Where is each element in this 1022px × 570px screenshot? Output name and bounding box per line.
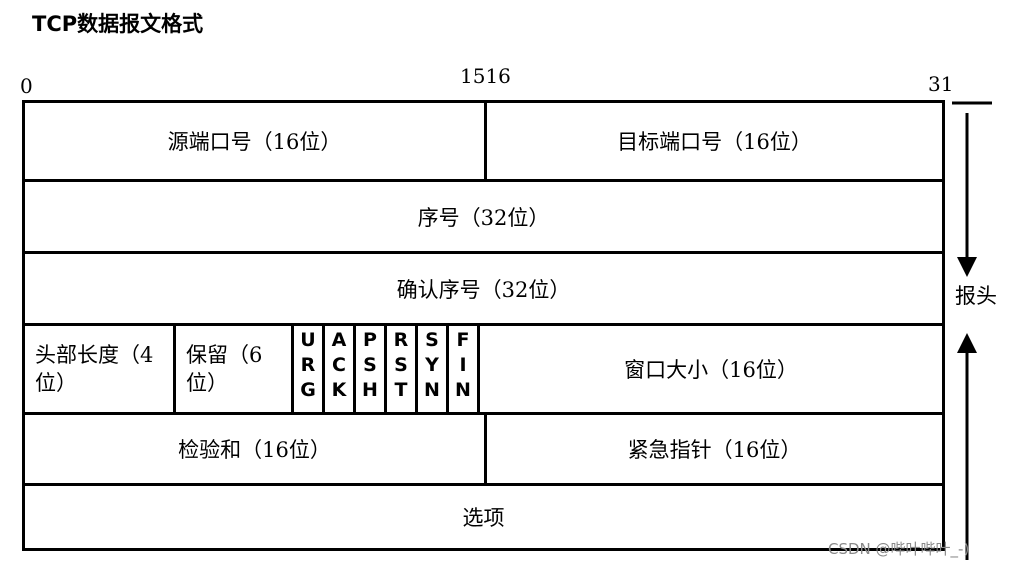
- csdn-watermark: CSDN @哔叶哔叶_-): [828, 540, 970, 558]
- flag-letter: S: [363, 354, 377, 376]
- flag-letter: S: [394, 354, 408, 376]
- bit-label-1516: 1516: [460, 64, 511, 88]
- flag-letter: N: [424, 379, 440, 401]
- row-checksum: 检验和（16位） 紧急指针（16位）: [25, 412, 942, 483]
- source-port-field: 源端口号（16位）: [167, 130, 342, 154]
- down-arrow-head: [957, 257, 977, 277]
- diagram-title: TCP数据报文格式: [32, 12, 204, 36]
- tcp-header-table: 源端口号（16位） 目标端口号（16位） 序号（32位） 确认序号（32位） 头…: [22, 100, 945, 551]
- flag-letter: R: [300, 354, 316, 376]
- flag-letter: S: [425, 329, 439, 351]
- row-options: 选项: [25, 483, 942, 548]
- up-arrow-head: [957, 333, 977, 353]
- flag-letter: Y: [425, 354, 439, 376]
- flag-letter: A: [331, 329, 347, 351]
- flag-letter: N: [455, 379, 471, 401]
- flag-letter: C: [332, 354, 346, 376]
- flag-letter: U: [300, 329, 316, 351]
- header-length-field: 头部长度（4位）: [25, 326, 173, 412]
- options-field: 选项: [462, 506, 505, 530]
- ack-number-field: 确认序号（32位）: [396, 277, 571, 302]
- sequence-number-field: 序号（32位）: [417, 205, 550, 230]
- row-seq: 序号（32位）: [25, 179, 942, 251]
- bit-label-0: 0: [20, 74, 33, 98]
- flag-letter: R: [393, 329, 409, 351]
- row-ack: 确认序号（32位）: [25, 251, 942, 323]
- flag-letter: I: [459, 354, 467, 376]
- flag-letter: T: [394, 379, 408, 401]
- header-extent-arrows: [952, 101, 992, 560]
- header-length-label: 头部长度（4位）: [35, 343, 154, 395]
- window-size-field: 窗口大小（16位）: [477, 326, 942, 412]
- dest-port-field: 目标端口号（16位）: [484, 103, 942, 179]
- flag-letter: K: [331, 379, 347, 401]
- checksum-field: 检验和（16位）: [178, 438, 331, 462]
- bit-label-31: 31: [928, 72, 954, 96]
- urgent-pointer-field: 紧急指针（16位）: [484, 415, 942, 483]
- flag-letter: H: [362, 379, 378, 401]
- flag-letter: G: [300, 379, 316, 401]
- reserved-label: 保留（6位）: [186, 343, 263, 395]
- row-ports: 源端口号（16位） 目标端口号（16位）: [25, 103, 942, 179]
- flag-letter: F: [456, 329, 470, 351]
- header-side-label: 报头: [955, 284, 997, 308]
- flag-letter: P: [363, 329, 377, 351]
- reserved-field: 保留（6位）: [173, 326, 291, 412]
